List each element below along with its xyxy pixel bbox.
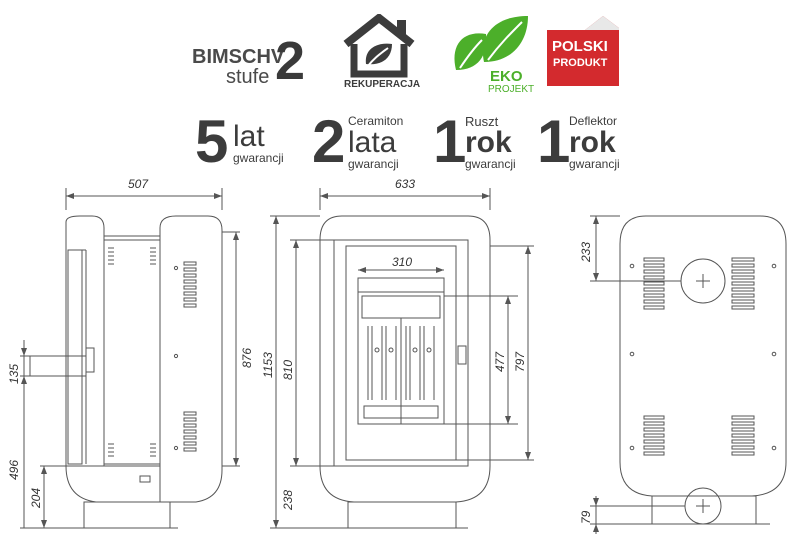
polski-produkt-logo: POLSKI PRODUKT [545,14,621,88]
back-view [590,215,787,534]
side-view [20,188,240,529]
dim-back-top: 233 [579,242,593,263]
side-vents-top [108,247,156,265]
warranty-unit: rok [465,126,512,159]
dim-side-base: 204 [29,488,43,509]
back-vents-bottom-right [731,415,755,456]
dim-side-height: 876 [240,348,254,368]
warranty-sub: gwarancji [233,151,284,165]
warranty-number: 5 [195,108,229,175]
warranty-unit: rok [569,126,616,159]
warranty-sub: gwarancji [465,157,516,171]
dim-front-chamber-h1: 477 [493,351,507,372]
dim-front-chamber-h2: 797 [513,351,527,372]
front-ceramic-bars [367,326,435,400]
dim-front-height: 1153 [261,352,275,378]
dim-side-flue: 135 [7,364,21,384]
back-vents-top-left [643,257,665,310]
bimschv-logo: BIMSCHV stufe 2 [192,32,305,88]
polish-flag-badge-icon [547,16,619,86]
house-leaf-icon [343,12,415,78]
warranty-5-years: 5 lat gwarancji [195,112,295,174]
side-flue-stub [29,355,87,377]
warranty-unit: lata [348,126,397,159]
warranty-top: Deflektor [569,114,618,128]
polski-label: POLSKI [552,38,608,55]
dim-back-bottom: 79 [579,510,593,524]
side-body-outline [65,215,105,467]
side-body-right-panel [159,215,223,503]
bimschv-stufe-label: stufe [226,66,270,88]
dim-front-door: 810 [281,360,295,380]
dim-front-base: 238 [281,490,295,511]
side-base [83,501,171,529]
warranty-sub: gwarancji [348,157,399,171]
warranty-deflektor: 1 Deflektor rok gwarancji [537,112,637,174]
side-vents-bottom [108,443,156,457]
warranty-ceramiton: 2 Ceramiton lata gwarancji [312,112,422,174]
rekuperacja-label: REKUPERACJA [344,79,421,90]
eko-label: EKO [490,68,523,85]
rekuperacja-logo: REKUPERACJA [338,12,421,94]
bimschv-number: 2 [275,31,306,91]
warranty-top: Ceramiton [348,114,404,128]
back-vents-top-right [731,257,755,310]
projekt-label: PROJEKT [488,84,535,95]
produkt-label: PRODUKT [553,57,608,69]
side-panel-slots [183,261,197,452]
warranty-sub: gwarancji [569,157,620,171]
warranty-top: Ruszt [465,114,499,129]
warranty-number: 2 [312,108,346,175]
dim-front-width: 633 [395,177,415,191]
bimschv-label: BIMSCHV [192,46,285,68]
back-foot [651,495,757,525]
eko-projekt-logo: EKO PROJEKT [450,12,534,96]
back-vents-bottom-left [643,415,665,456]
warranty-unit: lat [233,120,265,153]
front-foot [347,501,457,529]
warranty-ruszt: 1 Ruszt rok gwarancji [433,112,533,174]
dim-front-chamber-width: 310 [392,255,412,269]
front-grate [363,405,439,419]
front-view [270,188,534,529]
front-door-frame [333,239,469,467]
dim-side-flue-height: 496 [7,460,21,480]
warranty-number: 1 [433,108,467,175]
warranty-number: 1 [537,108,571,175]
dim-side-width: 507 [128,177,149,191]
eko-leaves-icon [454,16,528,70]
